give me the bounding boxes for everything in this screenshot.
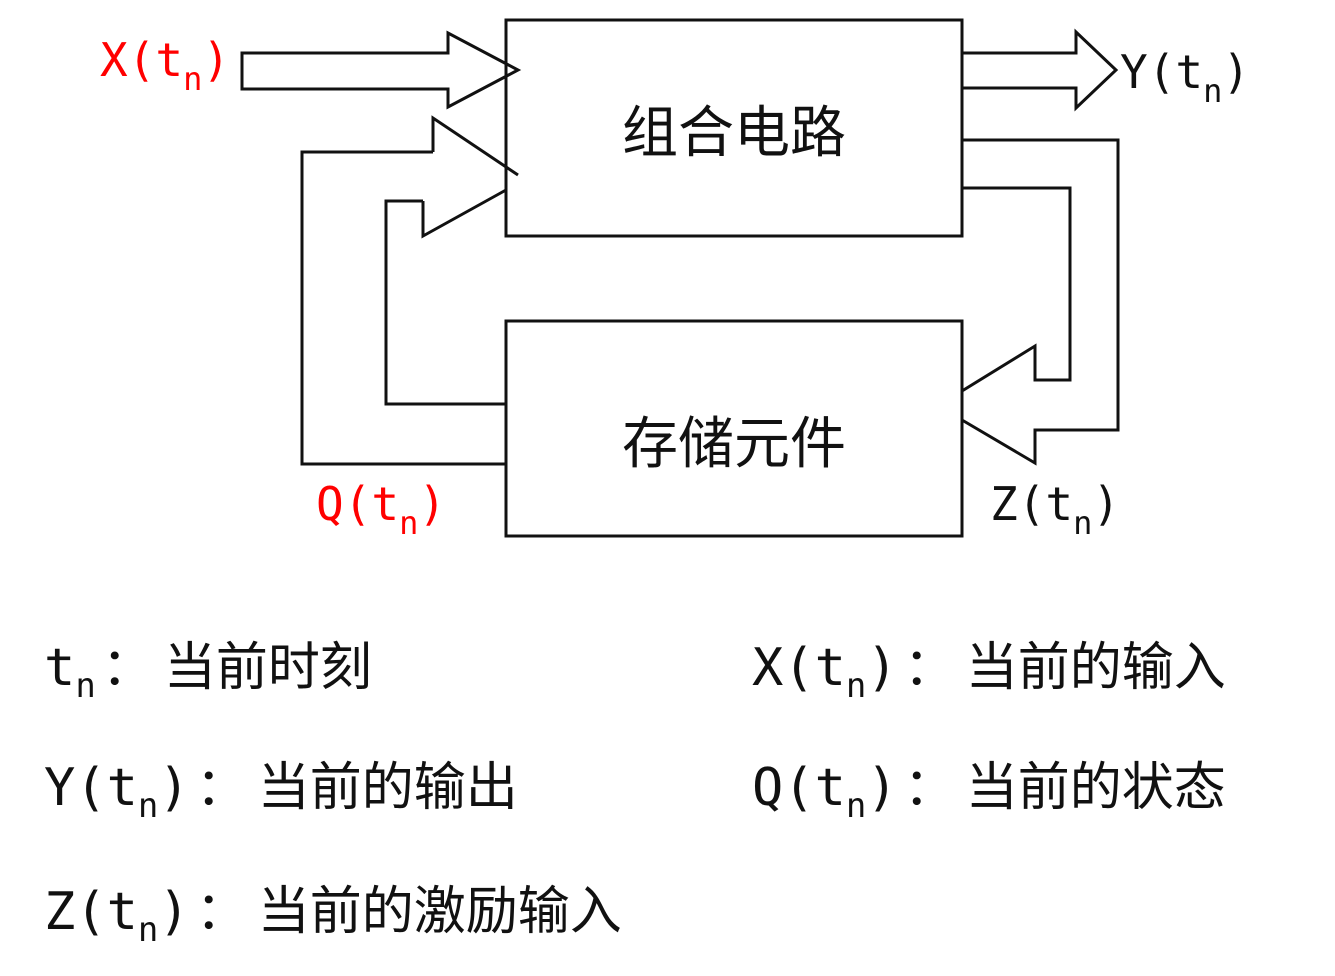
x-input-arrow (240, 30, 522, 110)
excitation-outer-line (961, 138, 1120, 466)
signal-z-label: Z(tn) (990, 477, 1120, 542)
legend-description: 当前时刻 (163, 638, 372, 698)
state-feedback-outer-line (300, 150, 506, 466)
y-output-arrow (962, 28, 1119, 112)
combinational-circuit-box (504, 18, 964, 238)
state-feedback-inner-line (384, 199, 506, 406)
legend-symbol-suffix: ) (158, 758, 190, 818)
legend-description: 当前的输入 (965, 638, 1226, 698)
legend-colon: ： (101, 638, 154, 698)
legend-symbol-suffix: ) (158, 882, 190, 942)
legend-symbol: Y(t (44, 758, 138, 818)
legend-symbol: t (44, 638, 76, 698)
legend-colon: ： (195, 882, 248, 942)
legend-colon: ： (903, 638, 956, 698)
state-feedback-arrow-head (421, 115, 519, 239)
legend-subscript: n (75, 666, 96, 706)
sequential-circuit-diagram: 组合电路 存储元件 X(tn) Y(tn) Q(tn) Z(tn) (100, 18, 1250, 542)
storage-element-label: 存储元件 (622, 412, 846, 477)
legend-colon: ： (195, 758, 248, 818)
legend-subscript: n (845, 666, 867, 706)
signal-x-label: X(tn) (100, 33, 230, 98)
legend-description: 当前的激励输入 (257, 882, 622, 942)
signal-q-label: Q(tn) (316, 477, 446, 542)
signal-y-label: Y(tn) (1120, 45, 1250, 110)
legend-symbol: X(t (752, 638, 846, 698)
excitation-inner-line (961, 186, 1072, 393)
storage-element-box (504, 319, 964, 538)
combinational-circuit-label: 组合电路 (622, 101, 846, 166)
legend-subscript: n (845, 786, 867, 826)
legend-item-tn: tn：当前时刻 (44, 642, 372, 703)
legend-item-x: X(tn)：当前的输入 (752, 642, 1226, 703)
legend-subscript: n (137, 910, 159, 950)
legend-item-q: Q(tn)：当前的状态 (752, 762, 1226, 823)
legend-item-y: Y(tn)：当前的输出 (44, 762, 518, 823)
legend-symbol: Q(t (752, 758, 846, 818)
legend-symbol-suffix: ) (866, 638, 898, 698)
legend-item-z: Z(tn)：当前的激励输入 (44, 886, 622, 947)
legend-symbol: Z(t (44, 882, 138, 942)
legend-subscript: n (137, 786, 159, 826)
legend-description: 当前的输出 (257, 758, 518, 818)
legend-description: 当前的状态 (965, 758, 1226, 818)
legend-symbol-suffix: ) (866, 758, 898, 818)
legend-colon: ： (903, 758, 956, 818)
